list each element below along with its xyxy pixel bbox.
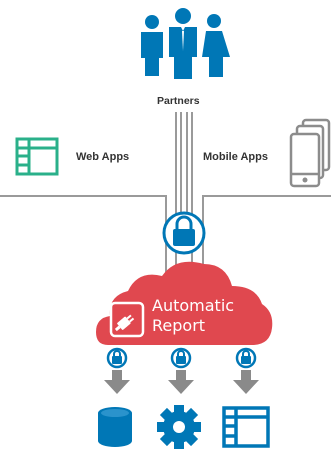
- cloud-title-line2: Report: [152, 316, 206, 335]
- padlock-icon: [162, 211, 206, 255]
- arrow-down-icon: [168, 370, 194, 394]
- small-padlock-icon: [170, 347, 192, 369]
- people-group-icon: [141, 8, 230, 79]
- mobile-apps-label: Mobile Apps: [203, 151, 268, 163]
- output-locks: [106, 347, 257, 369]
- mobile-devices-icon: [289, 118, 331, 188]
- partners-label: Partners: [157, 95, 200, 107]
- app-window-icon: [222, 406, 270, 448]
- gear-icon: [157, 405, 201, 449]
- database-icon: [98, 407, 132, 447]
- output-arrows: [104, 370, 259, 394]
- cloud-title-line1: Automatic: [152, 296, 235, 315]
- web-app-window-icon: [15, 137, 59, 176]
- arrow-down-icon: [104, 370, 130, 394]
- plug-connector-icon: [109, 301, 145, 338]
- web-apps-label: Web Apps: [76, 151, 130, 163]
- cloud-icon: [96, 261, 273, 345]
- small-padlock-icon: [235, 347, 257, 369]
- small-padlock-icon: [106, 347, 128, 369]
- arrow-down-icon: [233, 370, 259, 394]
